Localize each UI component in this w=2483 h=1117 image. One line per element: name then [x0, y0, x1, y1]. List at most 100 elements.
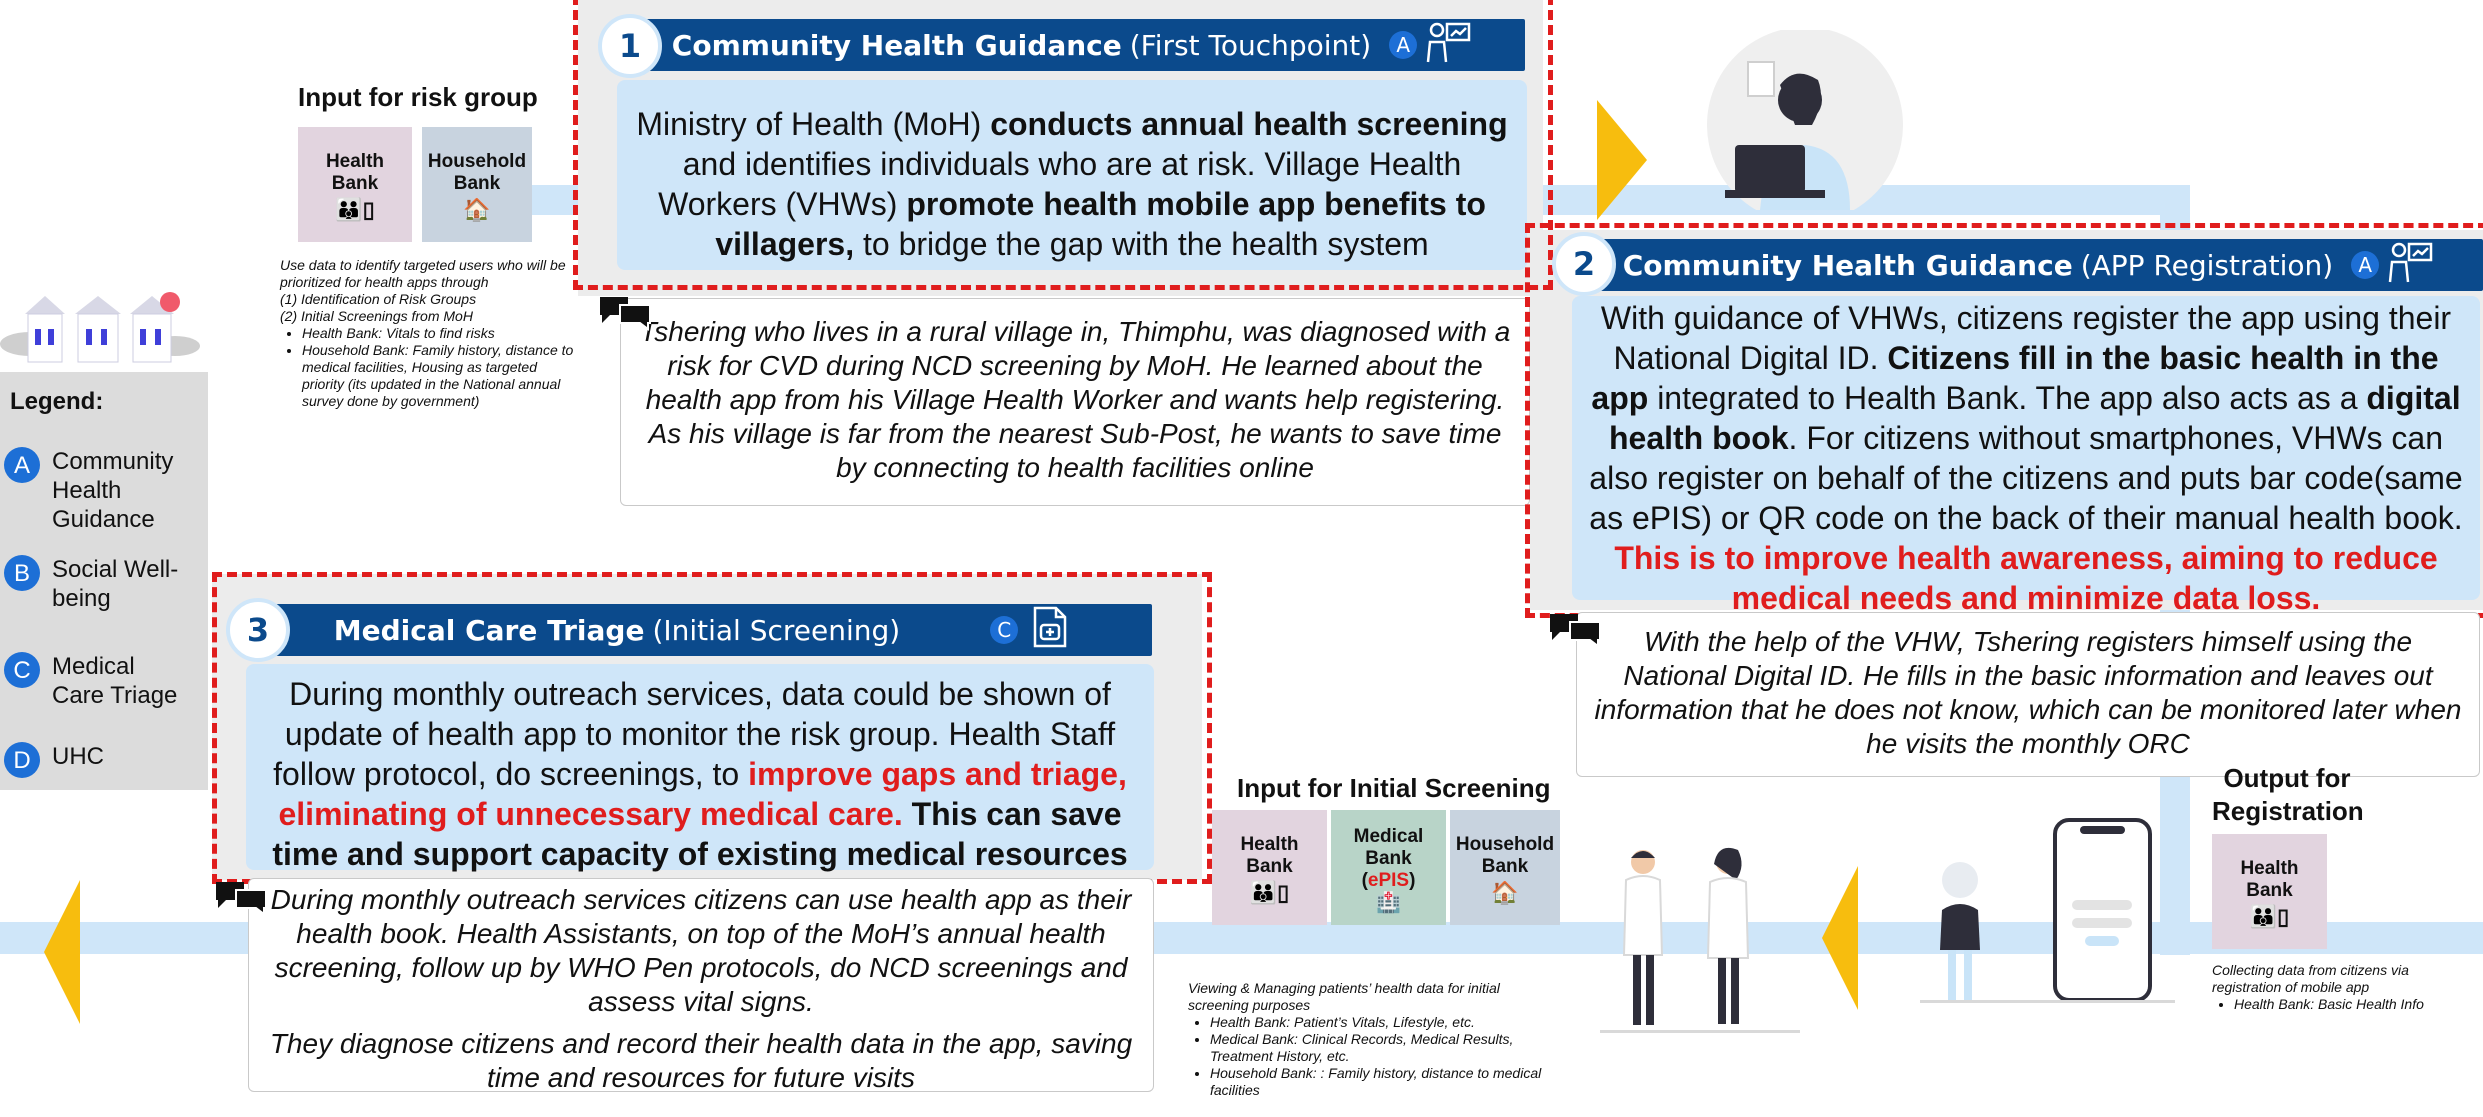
body-text-segment: During monthly outreach services, data c…: [273, 676, 1116, 792]
input-risk-note-line: (2) Initial Screenings from MoH: [280, 308, 473, 324]
input-risk-note-line: (1) Identification of Risk Groups: [280, 291, 477, 307]
input-initial-note-bullet: Health Bank: Patient’s Vitals, Lifestyle…: [1210, 1014, 1558, 1031]
step2-title-rest: (APP Registration): [2080, 248, 2334, 282]
legend-item-a: A Community Health Guidance: [4, 447, 192, 534]
presenter-icon: [1425, 20, 1473, 71]
health-bank-card: Health Bank 👪▯: [1212, 810, 1327, 925]
medical-bank-label: Medical Bank: [1353, 826, 1424, 869]
health-bank-label: Health Bank: [1240, 834, 1299, 877]
body-text-segment: to bridge the gap with the health system: [854, 226, 1429, 262]
chat-icon: [1550, 614, 1601, 648]
village-houses-icon: [0, 292, 200, 363]
step3-story-p1: During monthly outreach services citizen…: [270, 884, 1132, 1017]
body-text-segment: This can save time and support capacity …: [272, 796, 1128, 872]
step2-body: With guidance of VHWs, citizens register…: [1572, 296, 2480, 616]
legend-letter: B: [4, 555, 40, 591]
output-reg-heading: Output for Registration: [2212, 763, 2364, 826]
health-bank-card: Health Bank 👪▯: [298, 127, 412, 242]
step2-badge: A: [2351, 251, 2380, 279]
body-text-segment: Ministry of Health (MoH): [636, 106, 991, 142]
input-initial-note-bullet: Household Bank: : Family history, distan…: [1210, 1065, 1558, 1099]
legend-letter: D: [4, 742, 40, 778]
step3-story-p2: They diagnose citizens and record their …: [269, 1028, 1133, 1093]
legend-label: Medical Care Triage: [52, 653, 178, 709]
medical-bank-card: Medical Bank (ePIS) 🏥: [1331, 810, 1446, 925]
legend-item-d: D UHC: [4, 742, 104, 778]
step1-title-bold: Community Health Guidance: [671, 28, 1122, 62]
presenter-icon: [2387, 240, 2435, 291]
arrow-left-icon: [1822, 866, 1858, 1010]
step3-number: 3: [226, 598, 290, 662]
legend-label: Community Health Guidance: [52, 448, 174, 533]
body-text-segment: With guidance of VHWs, citizens register…: [1600, 300, 2452, 376]
input-risk-note-bullet: Household Bank: Family history, distance…: [302, 342, 580, 410]
output-reg-note: Collecting data from citizens via regist…: [2212, 962, 2472, 1013]
household-bank-card: Household Bank 🏠: [422, 127, 532, 242]
legend-item-b: B Social Well-being: [4, 555, 192, 613]
input-initial-heading: Input for Initial Screening: [1237, 773, 1551, 803]
doctors-illustration: [1600, 847, 1800, 1033]
medical-document-icon: [1032, 605, 1068, 656]
step3-story: During monthly outreach services citizen…: [248, 878, 1154, 1093]
step3-title-bold: Medical Care Triage: [333, 613, 645, 647]
body-text-segment: Citizens fill in the basic health in the…: [1591, 340, 2439, 416]
step1-header: Community Health Guidance (First Touchpo…: [620, 19, 1525, 71]
household-bank-label: Household Bank: [1455, 834, 1555, 877]
input-risk-heading: Input for risk group: [298, 82, 538, 112]
step1-title-rest: (First Touchpoint): [1129, 28, 1372, 62]
body-text-segment: . For citizens without smartphones, VHWs…: [1589, 420, 2463, 536]
step3-header: Medical Care Triage (Initial Screening) …: [250, 604, 1152, 656]
input-risk-note-intro: Use data to identify targeted users who …: [280, 257, 566, 290]
output-reg-note-intro: Collecting data from citizens via regist…: [2212, 962, 2409, 995]
body-text-segment: conducts annual health screening: [990, 106, 1508, 142]
health-bank-label: Health Bank: [2240, 858, 2299, 901]
step1-story: Tshering who lives in a rural village in…: [620, 298, 1530, 506]
health-bank-card: Health Bank 👪▯: [2212, 834, 2327, 949]
epis-label: ePIS: [1367, 870, 1410, 891]
step1-number: 1: [598, 14, 662, 78]
input-initial-note: Viewing & Managing patients’ health data…: [1188, 980, 1558, 1099]
step1-body: Ministry of Health (MoH) conducts annual…: [617, 80, 1527, 270]
arrow-left-icon: [44, 880, 80, 1024]
legend-label: UHC: [52, 743, 104, 770]
body-text-segment: This is to improve health awareness, aim…: [1614, 540, 2438, 616]
house-icon: 🏠: [463, 197, 491, 222]
output-reg-note-bullet: Health Bank: Basic Health Info: [2234, 996, 2472, 1013]
step2-title-bold: Community Health Guidance: [1622, 248, 2073, 282]
house-icon: 🏠: [1491, 880, 1519, 905]
body-text-segment: digital health book: [1608, 380, 2461, 456]
step2-number: 2: [1552, 232, 1616, 296]
chat-icon: [600, 297, 651, 331]
hospital-icon: 🏥: [1376, 892, 1401, 914]
step1-highlight-frame: [573, 0, 1553, 290]
input-risk-note-bullet: Health Bank: Vitals to find risks: [302, 325, 580, 342]
legend-label: Social Well-being: [52, 556, 179, 612]
input-initial-note-intro: Viewing & Managing patients’ health data…: [1188, 980, 1500, 1013]
step1-badge: A: [1389, 31, 1418, 59]
input-risk-note: Use data to identify targeted users who …: [280, 257, 580, 410]
step2-header: Community Health Guidance (APP Registrat…: [1575, 239, 2483, 291]
input-initial-note-bullet: Medical Bank: Clinical Records, Medical …: [1210, 1031, 1558, 1065]
household-bank-label: Household Bank: [427, 151, 527, 194]
legend-letter: A: [4, 447, 40, 483]
family-phone-icon: 👪▯: [335, 197, 375, 222]
step3-title-rest: (Initial Screening): [652, 613, 901, 647]
chat-icon: [216, 882, 267, 916]
body-text-segment: improve gaps and triage, eliminating of …: [278, 756, 1127, 832]
medical-bank-sub: (ePIS): [1361, 870, 1416, 891]
arrow-right-icon: [1597, 100, 1647, 220]
body-text-segment: promote health mobile app benefits to vi…: [715, 186, 1486, 262]
body-text-segment: and identifies individuals who are at ri…: [658, 146, 1462, 222]
step2-story: With the help of the VHW, Tshering regis…: [1576, 612, 2480, 777]
family-phone-icon: 👪▯: [2249, 904, 2290, 929]
woman-laptop-illustration: [1707, 30, 1903, 210]
legend-letter: C: [4, 652, 40, 688]
body-text-segment: integrated to Health Bank. The app also …: [1648, 380, 2367, 416]
legend-title: Legend:: [10, 388, 104, 415]
person-phone-illustration: [1920, 818, 2175, 1003]
step3-badge: C: [990, 616, 1019, 644]
health-bank-label: Health Bank: [325, 151, 385, 194]
legend-item-c: C Medical Care Triage: [4, 652, 192, 710]
step3-body: During monthly outreach services, data c…: [246, 664, 1154, 872]
family-phone-icon: 👪▯: [1249, 880, 1290, 905]
